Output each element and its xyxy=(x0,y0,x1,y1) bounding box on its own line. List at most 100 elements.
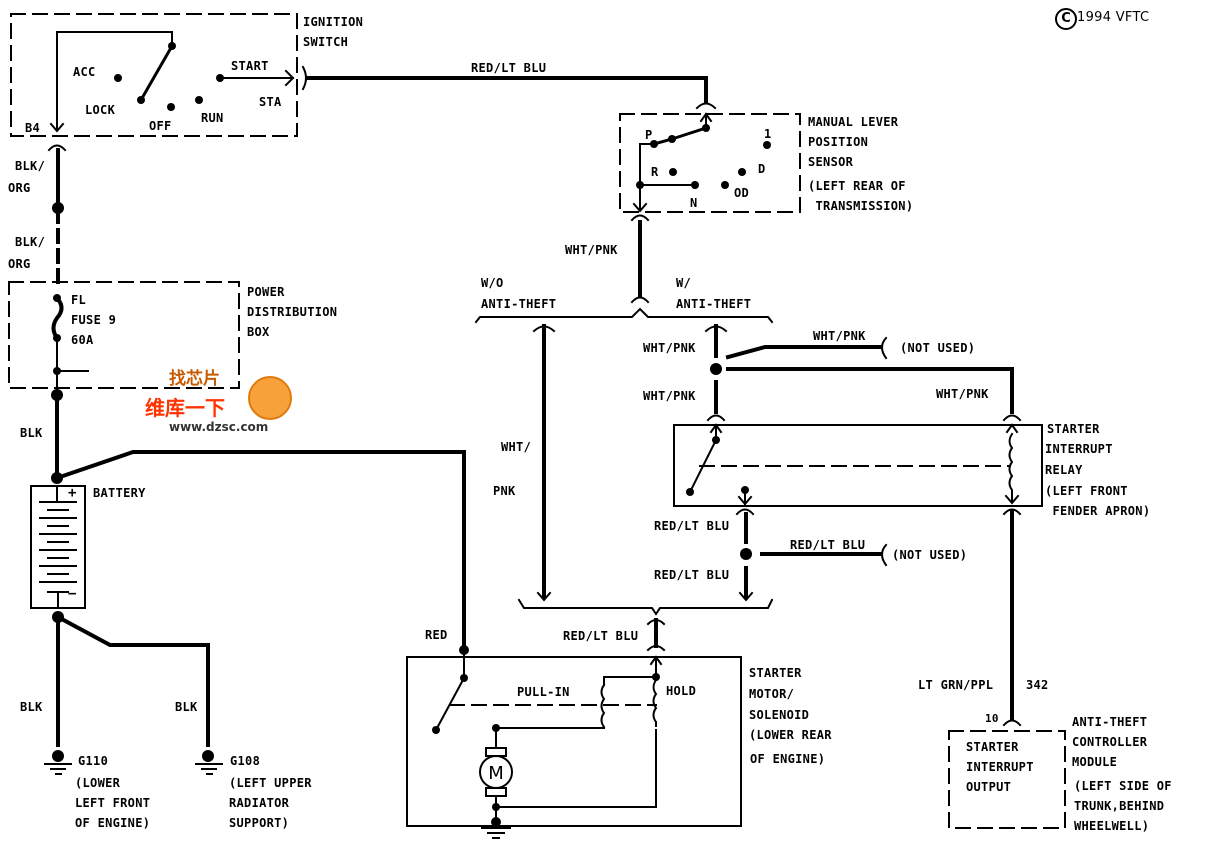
ground-symbol-starter xyxy=(481,827,511,839)
gear-d: D xyxy=(758,162,766,176)
battery-title: BATTERY xyxy=(93,486,146,500)
wire-relay-coil-feed xyxy=(726,367,1014,414)
variant-w: ANTI-THEFT xyxy=(676,297,752,311)
label-acc: ACC xyxy=(73,65,96,79)
wire-label: ORG xyxy=(8,181,31,195)
pdb-title: BOX xyxy=(247,325,270,339)
hold-label: HOLD xyxy=(666,684,697,698)
module-title: WHEELWELL) xyxy=(1074,819,1150,833)
relay-coil xyxy=(1008,432,1014,503)
starter-title: SOLENOID xyxy=(749,708,810,722)
pdb-title: DISTRIBUTION xyxy=(247,305,338,319)
wire-label: RED/LT BLU xyxy=(654,568,730,582)
copyright-text: 1994 VFTC xyxy=(1077,10,1150,25)
wire-label: BLK xyxy=(175,700,198,714)
starter-relay-box xyxy=(673,424,1043,507)
gear-r: R xyxy=(651,165,659,179)
gear-1: 1 xyxy=(764,127,772,141)
ignition-title-1: IGNITION xyxy=(303,15,364,29)
wire-label: WHT/PNK xyxy=(813,329,866,343)
wire-label: RED xyxy=(425,628,448,642)
not-used-label: (NOT USED) xyxy=(892,548,968,562)
wire-label: RED/LT BLU xyxy=(654,519,730,533)
ground-location: SUPPORT) xyxy=(229,816,290,830)
gear-n: N xyxy=(690,196,698,210)
pull-in-coil xyxy=(600,683,606,729)
variant-w: W/ xyxy=(676,276,692,290)
relay-title: INTERRUPT xyxy=(1045,442,1113,456)
sensor-title: TRANSMISSION) xyxy=(808,199,914,213)
wire-label: BLK/ xyxy=(15,159,46,173)
ignition-switch-blade xyxy=(138,43,175,103)
fuse-symbol xyxy=(51,295,64,341)
pdb-box xyxy=(8,281,240,389)
gear-od: OD xyxy=(734,186,750,200)
hold-coil xyxy=(652,678,658,727)
circuit-number: 342 xyxy=(1026,678,1049,692)
wire-label: RED/LT BLU xyxy=(563,629,639,643)
mascot-icon xyxy=(248,376,292,420)
ground-location: RADIATOR xyxy=(229,796,290,810)
copyright-icon: C xyxy=(1055,8,1077,30)
splice-dot xyxy=(51,389,63,401)
module-output: OUTPUT xyxy=(966,780,1012,794)
fuse-label: 60A xyxy=(71,333,94,347)
sensor-p-blade xyxy=(652,126,708,146)
ground-id: G110 xyxy=(78,754,109,768)
ground-location: LEFT FRONT xyxy=(75,796,151,810)
wire-label: WHT/PNK xyxy=(565,243,618,257)
terminal-dot xyxy=(168,42,176,50)
wire-label: PNK xyxy=(493,484,516,498)
watermark-line1: 找芯片 xyxy=(169,369,220,389)
battery-cells xyxy=(39,485,77,609)
pdb-title: POWER xyxy=(247,285,285,299)
ignition-internal-wire xyxy=(56,31,173,131)
ground-location: (LEFT UPPER xyxy=(229,776,312,790)
wire-label: WHT/PNK xyxy=(643,389,696,403)
starter-title: MOTOR/ xyxy=(749,687,795,701)
sensor-arrow-bottom xyxy=(632,202,648,213)
wire-label: BLK xyxy=(20,426,43,440)
splice-dot xyxy=(710,363,722,375)
watermark-logo: 找芯片 维库一下 www.dzsc.com xyxy=(143,362,303,442)
motor-letter: M xyxy=(488,763,504,784)
starter-title: OF ENGINE) xyxy=(750,752,826,766)
watermark-url[interactable]: www.dzsc.com xyxy=(169,420,269,434)
wire-not-used-top xyxy=(725,345,882,360)
wire-label: WHT/ xyxy=(501,440,532,454)
anti-theft-module-box xyxy=(948,730,1066,829)
wire-red-battery-starter xyxy=(54,450,466,652)
battery-minus-icon: − xyxy=(68,586,77,602)
acc-dot xyxy=(114,74,122,82)
gear-p: P xyxy=(645,128,653,142)
module-title: (LEFT SIDE OF xyxy=(1074,779,1172,793)
battery-symbol xyxy=(30,485,86,609)
relay-title: RELAY xyxy=(1045,463,1083,477)
fuse-label: FUSE 9 xyxy=(71,313,117,327)
starter-motor-box xyxy=(406,656,742,827)
wire-red-lt-blu-top xyxy=(306,76,708,104)
b4-arrow xyxy=(49,122,65,133)
ground-symbol-g108 xyxy=(195,763,223,775)
wire-label: RED/LT BLU xyxy=(471,61,547,75)
module-title: TRUNK,BEHIND xyxy=(1074,799,1165,813)
relay-title: (LEFT FRONT xyxy=(1045,484,1128,498)
merge-bus xyxy=(517,598,774,616)
splice-dot xyxy=(52,202,64,214)
sensor-title: SENSOR xyxy=(808,155,854,169)
wire-label: RED/LT BLU xyxy=(790,538,866,552)
sensor-top-connector xyxy=(695,102,717,110)
run-dot xyxy=(195,96,203,104)
start-dot xyxy=(216,74,224,82)
label-off: OFF xyxy=(149,119,172,133)
pull-in-label: PULL-IN xyxy=(517,685,570,699)
variant-wo: ANTI-THEFT xyxy=(481,297,557,311)
module-output: STARTER xyxy=(966,740,1019,754)
label-sta: STA xyxy=(259,95,282,109)
lock-dot xyxy=(137,96,145,104)
starter-title: STARTER xyxy=(749,666,802,680)
wire-label: WHT/PNK xyxy=(936,387,989,401)
relay-title: FENDER APRON) xyxy=(1045,504,1151,518)
label-b4: B4 xyxy=(25,121,41,135)
